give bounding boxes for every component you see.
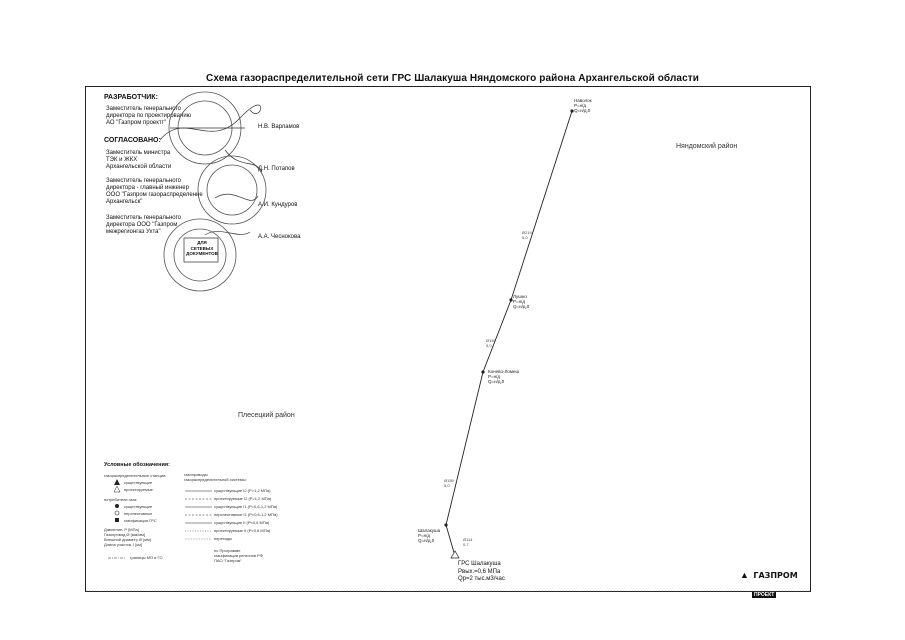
node-shalakusha-marker: [444, 523, 448, 527]
developer-position: Заместитель генерального директора по пр…: [106, 106, 192, 126]
drawing-frame: [85, 86, 811, 592]
developer-heading: РАЗРАБОТЧИК:: [104, 94, 158, 101]
legend-grs-existing-icon: [114, 479, 120, 485]
approval-signature-1: Д.Н. Потапов: [258, 166, 295, 172]
approval-block-1: Заместитель министра ТЭК и ЖКХ Архангель…: [106, 150, 172, 170]
legend-consumer-existing: существующие: [124, 504, 153, 509]
grs-triangle-icon: [450, 550, 460, 559]
legend-grs-existing: существующие: [124, 480, 153, 485]
developer-signature: Н.В. Варламов: [258, 124, 300, 130]
legend-consumer-future: перспективные: [124, 511, 153, 516]
legend-notes: Давление, Р [МПа] Газопровод Ø [мм/мм] В…: [104, 527, 151, 547]
approval-block-3: Заместитель генерального директора ООО "…: [106, 215, 182, 235]
legend-grs-gasif-icon: [115, 518, 119, 522]
node-lushno-marker: [509, 298, 513, 302]
approved-heading: СОГЛАСОВАНО:: [104, 137, 161, 144]
legend-title: Условные обозначения:: [104, 462, 170, 468]
legend-program: по Программе газификации регионов РФ ПАО…: [214, 548, 263, 563]
gazprom-logo: ▲ ГАЗПРОМ ПРОЕКТ: [740, 570, 798, 598]
node-navolok-marker: [570, 109, 574, 113]
legend-col1-header: газораспределительные станции:: [104, 473, 167, 478]
flame-icon: ▲: [740, 570, 749, 580]
legend-col2-items: существующие I2 (Р>1,2 МПа) проектируемы…: [214, 488, 278, 541]
legend-col2-header: газопроводы газораспределительной систем…: [184, 472, 247, 482]
district-label-nyandoma: Няндомский район: [676, 143, 738, 150]
legend-line-samples: [185, 490, 212, 540]
district-label-plesetsk: Плесецкий район: [238, 412, 295, 419]
legend-grs-planned: проектируемые: [124, 487, 153, 492]
node-konevo-marker: [481, 370, 485, 374]
approval-block-2: Заместитель генерального директора - гла…: [106, 178, 203, 205]
approval-signature-2: А.И. Кундуров: [258, 202, 298, 208]
legend-consumer-existing-icon: [115, 504, 119, 508]
legend-grs-planned-icon: [113, 485, 121, 493]
diagram-title: Схема газораспределительной сети ГРС Шал…: [206, 73, 699, 84]
legend-boundary: границы МО и ГО: [130, 555, 163, 560]
legend-grs-gasif: газификация ГРС: [124, 518, 157, 523]
signature-scribbles: [159, 104, 263, 236]
approval-signature-3: А.А. Чеснокова: [258, 234, 301, 240]
stamp-label: ДЛЯ СЕТЕВЫХ ДОКУМЕНТОВ: [186, 240, 218, 256]
legend-consumer-future-icon: [114, 510, 120, 516]
legend-col1-header2: потребители газа:: [104, 497, 138, 502]
